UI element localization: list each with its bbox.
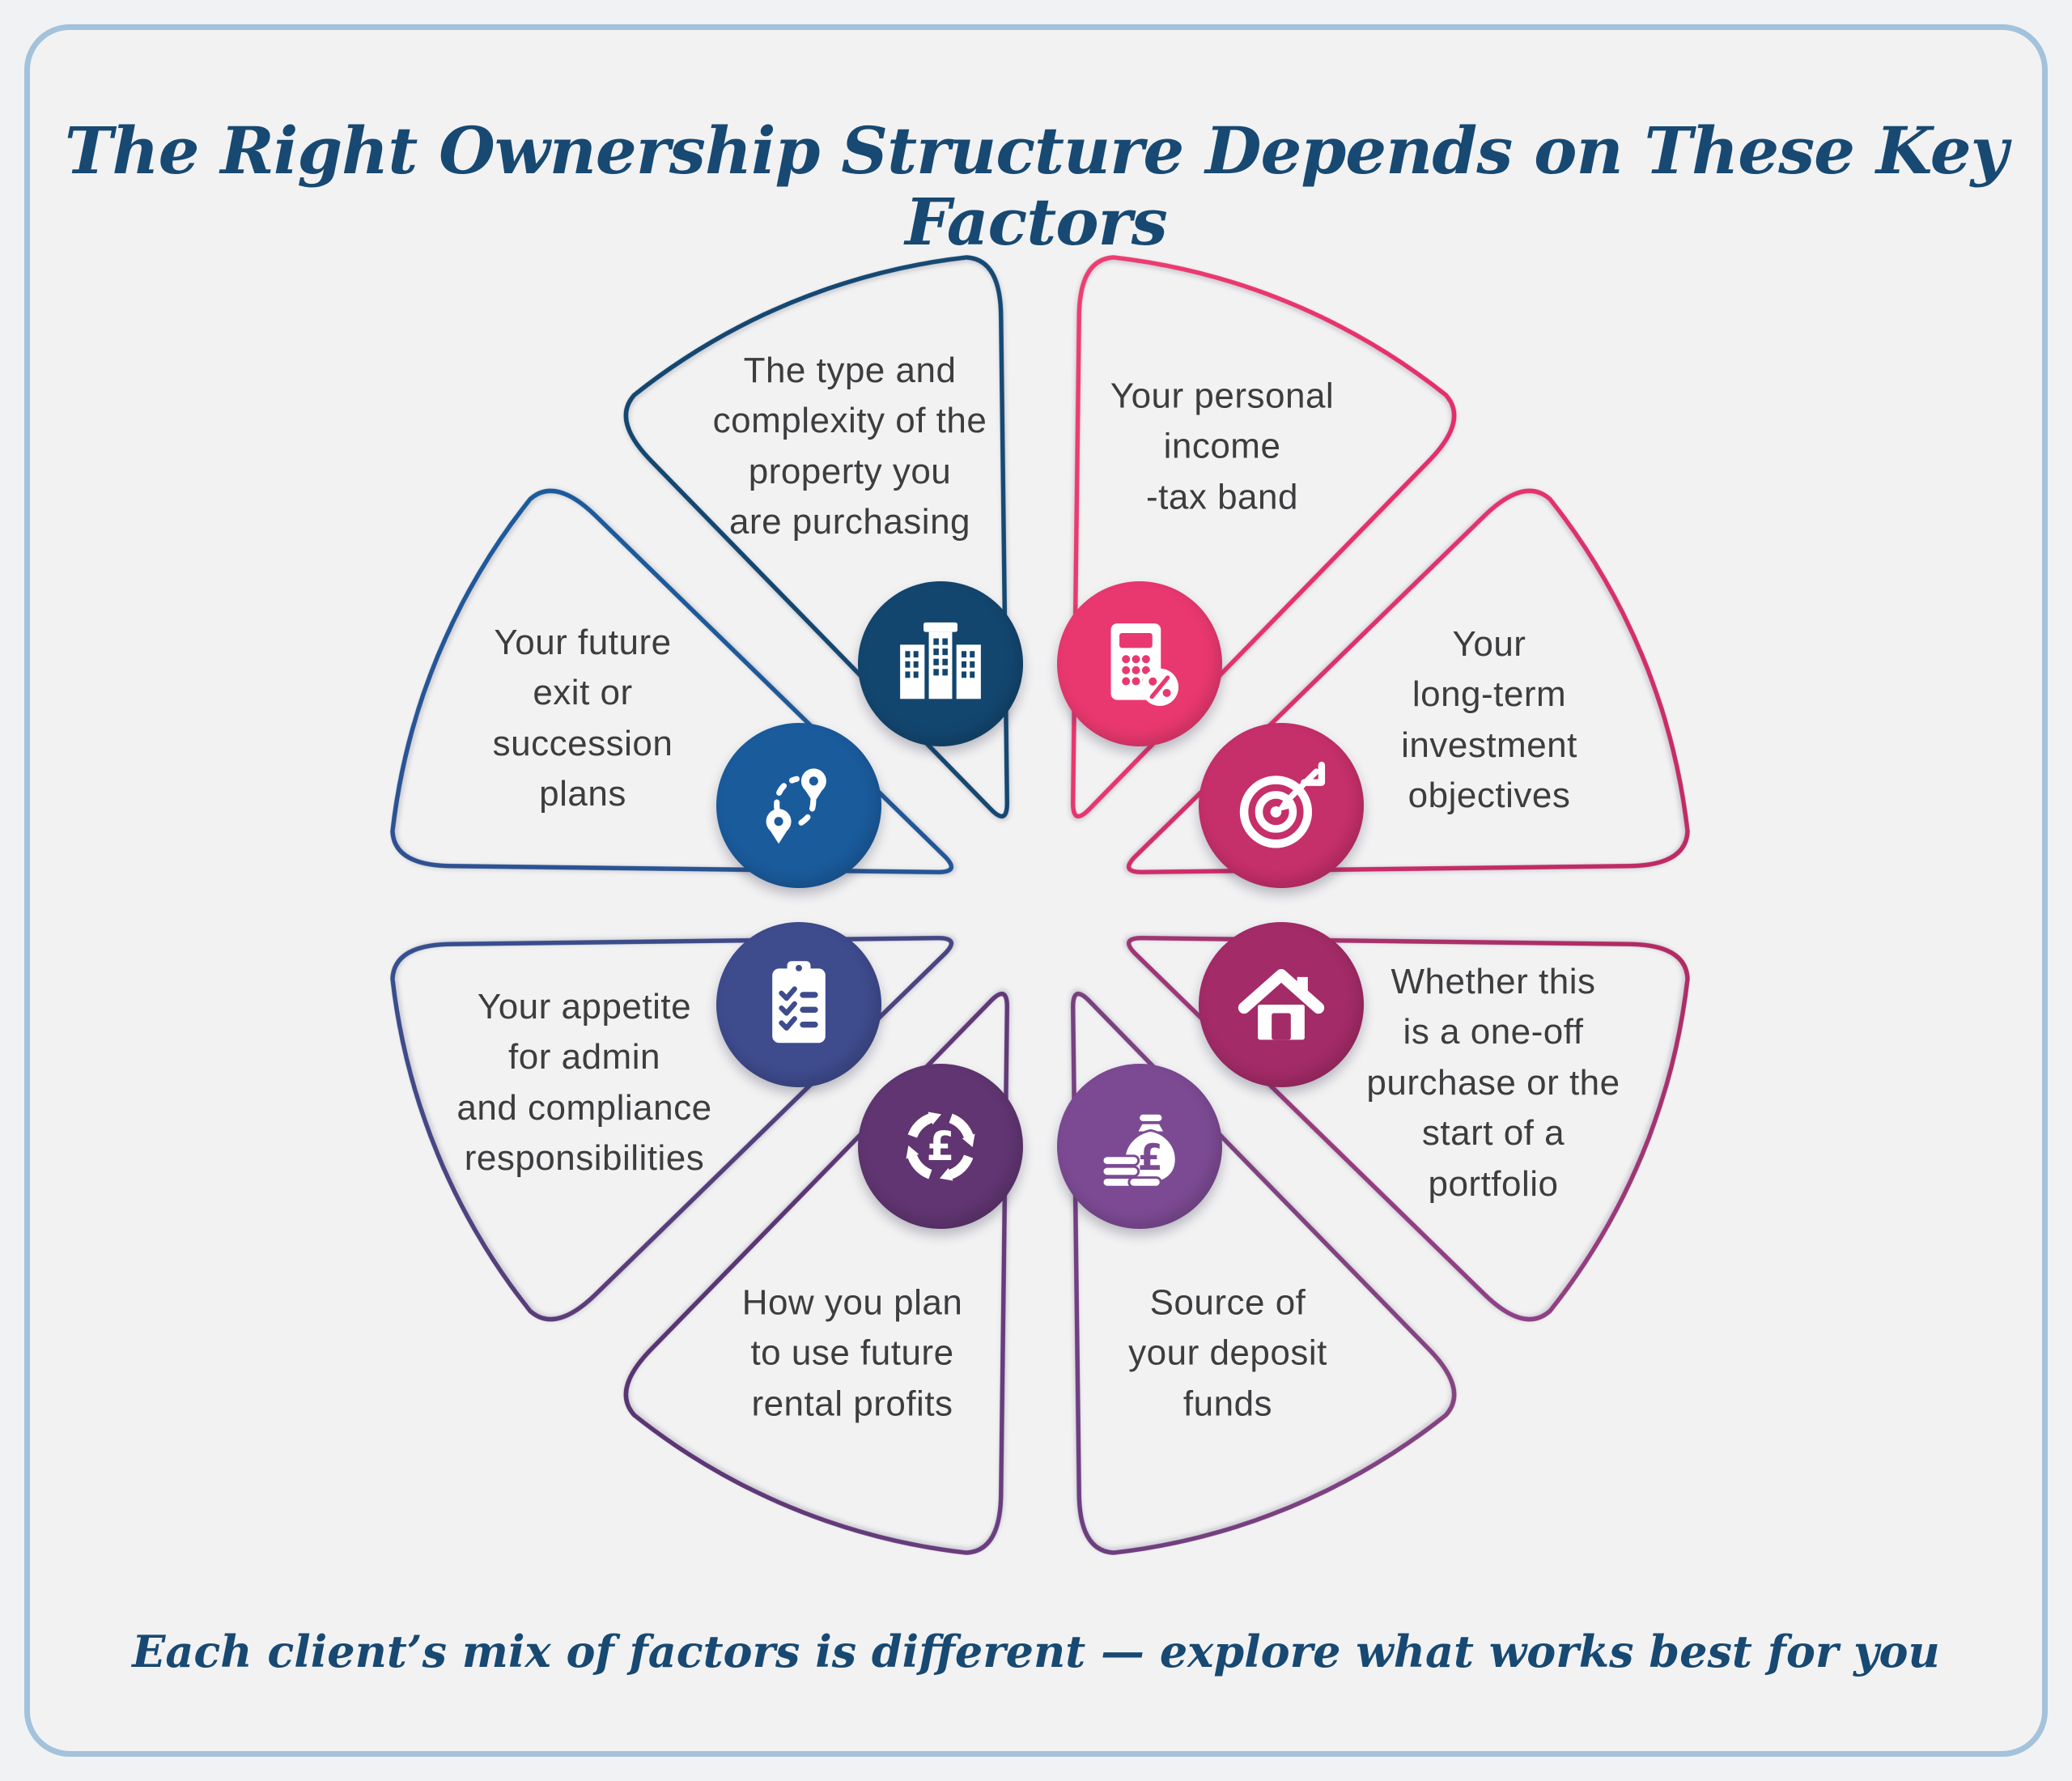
- pound-glyph: £: [927, 1123, 955, 1170]
- petal-investment-objectives: [1126, 488, 1690, 875]
- factor-label-admin-compliance: Your appetite for admin and compliance r…: [456, 987, 712, 1179]
- page-title: The Right Ownership Structure Depends on…: [64, 112, 2008, 260]
- target-arrow-icon: [1239, 761, 1326, 848]
- factor-label-property-type: The type and complexity of the property …: [712, 351, 987, 542]
- route-pins-icon: [766, 768, 826, 844]
- money-bag-icon: £: [1101, 1112, 1178, 1188]
- icon-circle-deposit-source: £: [1057, 1064, 1222, 1229]
- factor-label-exit-succession: Your future exit or succession plans: [492, 623, 673, 814]
- petal-deposit-source: [1070, 991, 1457, 1555]
- petal-admin-compliance: [390, 935, 954, 1322]
- icon-circle-rental-profits: £: [858, 1064, 1023, 1229]
- petal-one-off-or-portfolio: [1126, 935, 1690, 1322]
- icon-circle-property-type: [858, 581, 1023, 746]
- factor-label-income-tax-band: Your personal income -tax band: [1110, 376, 1335, 517]
- petal-rental-profits: [623, 991, 1010, 1555]
- clipboard-checklist-icon: [772, 961, 826, 1044]
- calculator-percent-icon: [1110, 623, 1179, 706]
- petal-exit-succession: [390, 488, 954, 875]
- pound-glyph: £: [1138, 1137, 1163, 1179]
- icon-circle-admin-compliance: [716, 922, 881, 1087]
- currency-cycle-icon: £: [890, 1112, 991, 1197]
- icon-circle-exit-succession: [716, 723, 881, 888]
- footer-note: Each client’s mix of factors is differen…: [132, 1626, 1940, 1677]
- factor-label-one-off-or-portfolio: Whether this is a one-off purchase or th…: [1366, 961, 1620, 1204]
- infographic-frame: [24, 24, 2048, 1757]
- icon-circle-investment-objectives: [1199, 723, 1364, 888]
- factor-label-deposit-source: Source of your deposit funds: [1128, 1282, 1327, 1424]
- house-icon: [1238, 969, 1325, 1040]
- petal-income-tax-band: [1070, 255, 1457, 819]
- icon-circle-income-tax-band: [1057, 581, 1222, 746]
- icon-circle-one-off-or-portfolio: [1199, 922, 1364, 1087]
- buildings-icon: [900, 622, 981, 699]
- petal-property-type: [623, 255, 1010, 819]
- factor-label-investment-objectives: Your long-term investment objectives: [1401, 624, 1577, 816]
- factor-label-rental-profits: How you plan to use future rental profit…: [741, 1282, 963, 1424]
